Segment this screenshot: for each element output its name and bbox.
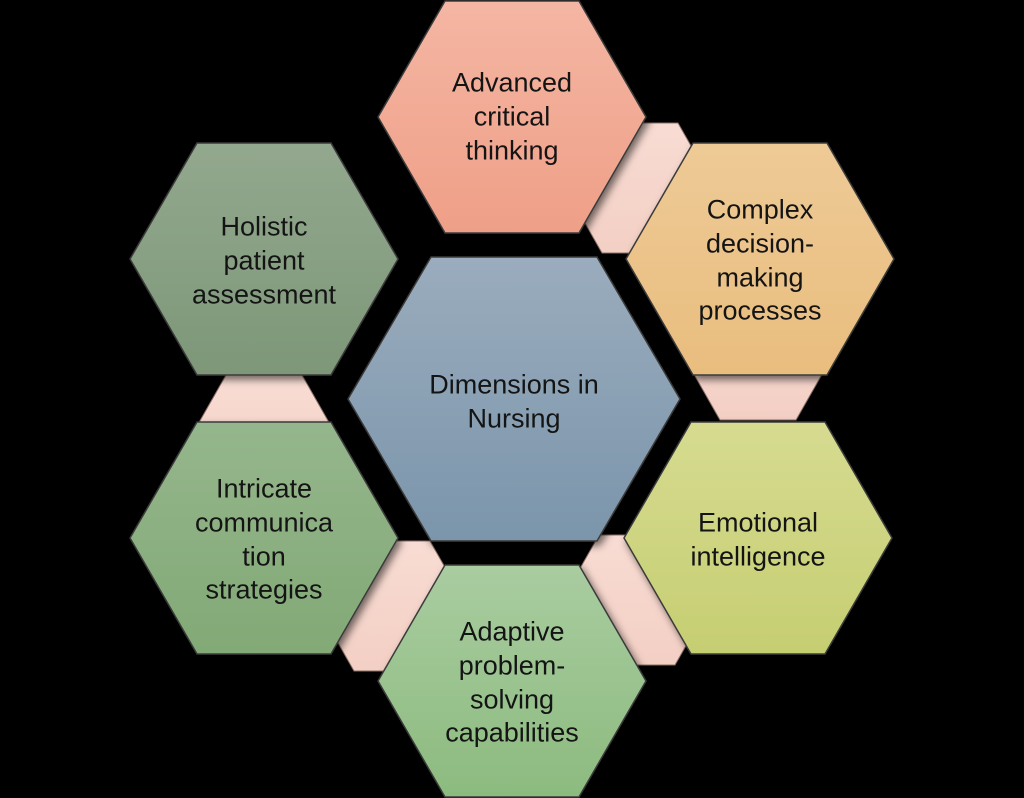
hexagon-intricate-communication (129, 421, 399, 655)
hexagon-center-dimensions-in-nursing (347, 256, 681, 542)
hexagon-holistic-patient-assessment (129, 142, 399, 376)
label-holistic-patient-assessment: Holistic patient assessment (191, 211, 337, 309)
label-complex-decision-making: Complex decision- making processes (698, 194, 822, 326)
label-advanced-critical-thinking: Advanced critical thinking (451, 67, 573, 165)
hexagon-emotional-intelligence (623, 421, 893, 655)
label-dimensions-in-nursing: Dimensions in Nursing (429, 369, 599, 433)
label-adaptive-problem-solving: Adaptive problem- solving capabilities (445, 616, 579, 748)
label-emotional-intelligence: Emotional intelligence (690, 507, 826, 571)
hexagon-adaptive-problem-solving (377, 564, 647, 798)
hexagon-advanced-critical-thinking (377, 0, 647, 234)
hexagon-complex-decision-making (625, 142, 895, 376)
label-intricate-communication: Intricate communica tion strategies (194, 473, 334, 605)
